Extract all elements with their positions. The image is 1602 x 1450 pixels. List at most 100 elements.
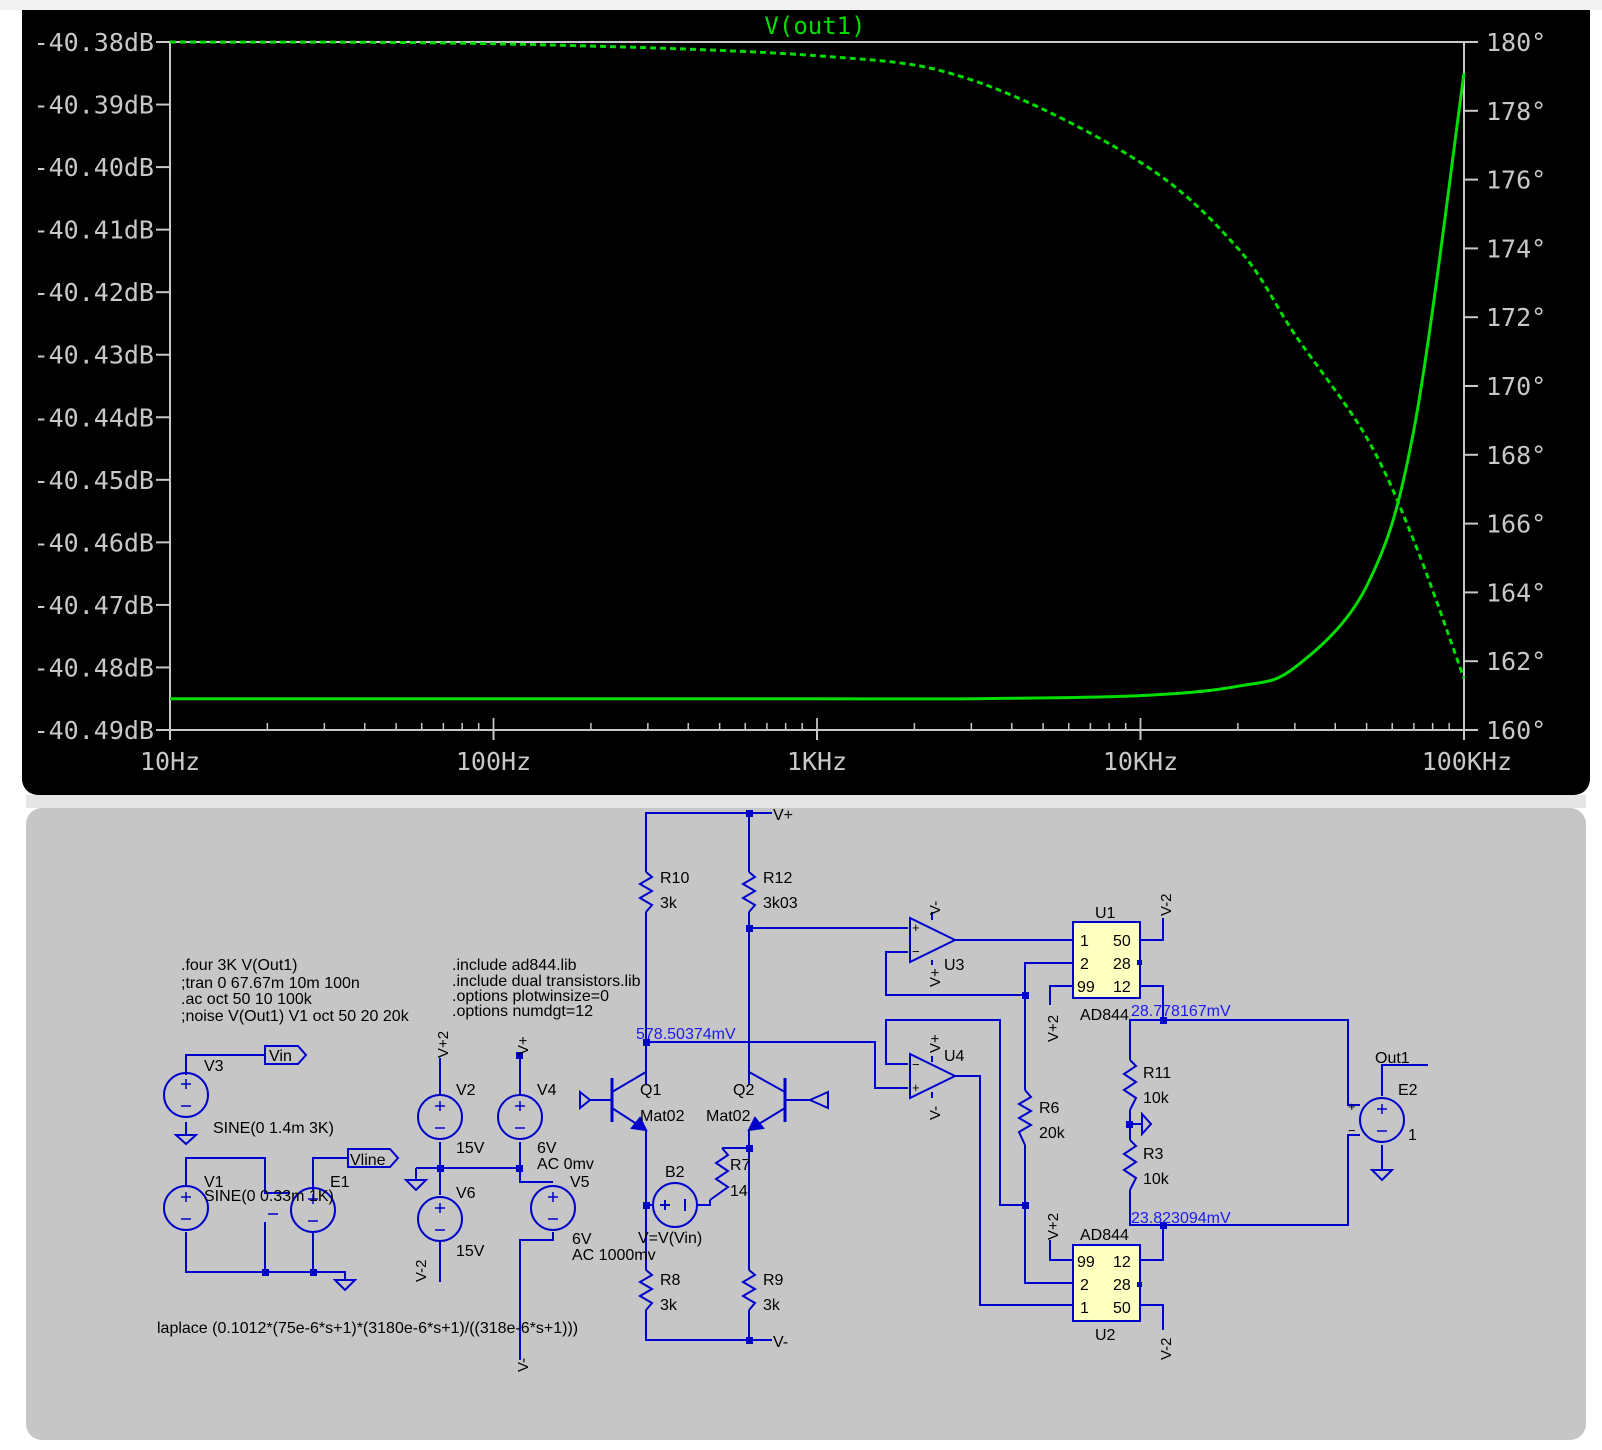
r6-value[interactable]: 20k	[1039, 1125, 1066, 1142]
trace-phase	[169, 40, 1466, 679]
left-tick-label: -40.41dB	[34, 216, 154, 245]
r10-value[interactable]: 3k	[660, 895, 678, 912]
r11-label[interactable]: R11	[1143, 1065, 1171, 1082]
right-tick-label: 178°	[1486, 97, 1546, 126]
r7-label[interactable]: R7	[730, 1157, 751, 1174]
v2-label[interactable]: V2	[456, 1082, 476, 1099]
vin-label[interactable]: Vin	[269, 1048, 292, 1065]
directive-noise[interactable]: ;noise V(Out1) V1 oct 50 20 20k	[181, 1008, 410, 1025]
r3-label[interactable]: R3	[1143, 1146, 1164, 1163]
u1-pin-2: 2	[1080, 956, 1089, 973]
net-vplus-top: V+	[773, 808, 793, 824]
directive-include-transistors[interactable]: .include dual transistors.lib	[452, 973, 641, 990]
r8-value[interactable]: 3k	[660, 1297, 678, 1314]
out1-label[interactable]: Out1	[1375, 1050, 1410, 1067]
r8-label[interactable]: R8	[660, 1272, 681, 1289]
u2-model[interactable]: AD844	[1080, 1227, 1129, 1244]
v3-value[interactable]: SINE(0 1.4m 3K)	[213, 1120, 334, 1137]
r9-label[interactable]: R9	[763, 1272, 784, 1289]
plot-traces	[169, 40, 1466, 701]
svg-text:−: −	[1348, 1123, 1356, 1138]
junctions	[262, 810, 1167, 1344]
q2-label[interactable]: Q2	[733, 1082, 754, 1099]
waveform-viewer[interactable]: -40.38dB-40.39dB-40.40dB-40.41dB-40.42dB…	[22, 10, 1590, 795]
v6-value[interactable]: 15V	[456, 1243, 485, 1260]
transistor-q1	[579, 1060, 648, 1132]
schematic-canvas[interactable]: .four 3K V(Out1) ;tran 0 67.67m 10m 100n…	[26, 808, 1586, 1440]
directive-numdgt[interactable]: .options numdgt=12	[452, 1003, 593, 1020]
right-tick-label: 168°	[1486, 441, 1546, 470]
node-voltage-u1-out[interactable]: 28.778167mV	[1131, 1003, 1231, 1020]
v5-ac[interactable]: AC 1000mv	[572, 1247, 656, 1264]
u2-pin-12: 12	[1113, 1254, 1131, 1271]
ad844-chip-u2[interactable]	[1072, 1244, 1141, 1322]
source-v3	[163, 1072, 209, 1118]
window-divider[interactable]	[26, 795, 1586, 808]
directive-four[interactable]: .four 3K V(Out1)	[181, 957, 298, 974]
u1-pin-28: 28	[1113, 956, 1131, 973]
r6-label[interactable]: R6	[1039, 1100, 1060, 1117]
v2-node-label: V+2	[435, 1031, 452, 1058]
v2-value[interactable]: 15V	[456, 1140, 485, 1157]
r9-value[interactable]: 3k	[763, 1297, 781, 1314]
waveform-plot[interactable]: -40.38dB-40.39dB-40.40dB-40.41dB-40.42dB…	[22, 10, 1590, 795]
source-v6	[417, 1196, 463, 1242]
resistor-r8	[638, 1269, 654, 1311]
r10-label[interactable]: R10	[660, 870, 689, 887]
directive-tran[interactable]: ;tran 0 67.67m 10m 100n	[181, 975, 360, 992]
v3-label[interactable]: V3	[204, 1058, 224, 1075]
trace-title[interactable]: V(out1)	[764, 12, 865, 40]
node-voltage-u2-out[interactable]: 23.823094mV	[1131, 1210, 1231, 1227]
v4-node-label: V+	[515, 1036, 532, 1055]
voltage-sources	[163, 1072, 1405, 1242]
v5-value[interactable]: 6V	[572, 1231, 592, 1248]
u2-pin-28: 28	[1113, 1277, 1131, 1294]
v5-label[interactable]: V5	[570, 1174, 590, 1191]
u2-pin-1: 1	[1080, 1300, 1089, 1317]
plot-ticks	[169, 718, 1465, 730]
svg-text:−: −	[912, 944, 920, 959]
v4-ac[interactable]: AC 0mv	[537, 1156, 594, 1173]
u4-label[interactable]: U4	[944, 1048, 965, 1065]
e2-label[interactable]: E2	[1398, 1082, 1418, 1099]
laplace-expression[interactable]: laplace (0.1012*(75e-6*s+1)*(3180e-6*s+1…	[157, 1320, 578, 1337]
r3-value[interactable]: 10k	[1143, 1171, 1170, 1188]
opamp-u3	[909, 916, 958, 964]
schematic-editor[interactable]: .four 3K V(Out1) ;tran 0 67.67m 10m 100n…	[26, 808, 1586, 1440]
b2-value[interactable]: V=V(Vin)	[638, 1230, 702, 1247]
v1-value[interactable]: SINE(0 0.33m 1K)	[204, 1188, 334, 1205]
r7-value[interactable]: 14	[730, 1183, 748, 1200]
e1-label[interactable]: E1	[330, 1174, 350, 1191]
directive-plotwinsize[interactable]: .options plotwinsize=0	[452, 988, 609, 1005]
source-v5	[530, 1185, 576, 1231]
left-tick-label: -40.40dB	[34, 153, 154, 182]
v1-label[interactable]: V1	[204, 1174, 224, 1191]
r12-label[interactable]: R12	[763, 870, 792, 887]
u2-label[interactable]: U2	[1095, 1327, 1116, 1344]
transistor-q2	[747, 1071, 829, 1132]
right-tick-label: 180°	[1486, 28, 1546, 57]
u1-model[interactable]: AD844	[1080, 1007, 1129, 1024]
v4-label[interactable]: V4	[537, 1082, 557, 1099]
resistor-r11	[1122, 1059, 1138, 1111]
e2-value[interactable]: 1	[1408, 1127, 1417, 1144]
source-v4	[497, 1094, 543, 1140]
directive-include-ad844[interactable]: .include ad844.lib	[452, 957, 577, 974]
node-voltage-q1-collector[interactable]: 578.50374mV	[636, 1026, 736, 1043]
vline-label[interactable]: Vline	[350, 1152, 386, 1169]
u4-vminus-label: V-	[927, 1106, 944, 1120]
u1-label[interactable]: U1	[1095, 905, 1116, 922]
b2-label[interactable]: B2	[665, 1164, 685, 1181]
r12-value[interactable]: 3k03	[763, 895, 798, 912]
u3-label[interactable]: U3	[944, 957, 965, 974]
q2-model[interactable]: Mat02	[706, 1108, 751, 1125]
q1-model[interactable]: Mat02	[640, 1108, 685, 1125]
r11-value[interactable]: 10k	[1143, 1090, 1170, 1107]
u2-pin-99: 99	[1077, 1254, 1095, 1271]
directive-ac[interactable]: .ac oct 50 10 100k	[181, 991, 313, 1008]
v6-label[interactable]: V6	[456, 1185, 476, 1202]
v4-value[interactable]: 6V	[537, 1140, 557, 1157]
u2-vminus2-label: V-2	[1158, 1337, 1175, 1360]
q1-label[interactable]: Q1	[640, 1082, 661, 1099]
resistor-r9	[741, 1269, 757, 1311]
